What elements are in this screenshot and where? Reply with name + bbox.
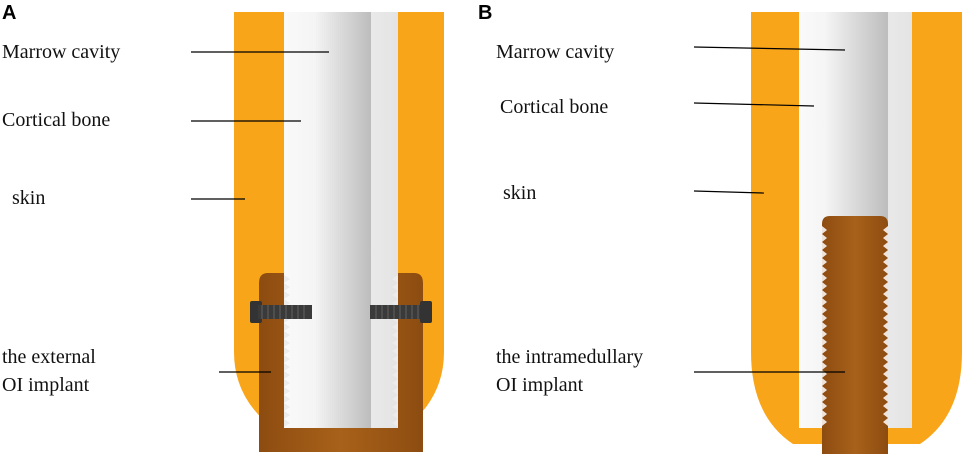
- panel-a-marrow-cavity: [313, 12, 371, 428]
- panel-b-leader-skin: [693, 190, 765, 194]
- panel-b-label-implant-line1: the intramedullary: [496, 346, 643, 368]
- panel-b-implant-threads: [822, 226, 888, 426]
- panel-b-leader-cortical-bone: [693, 102, 815, 107]
- panel-b-label-marrow-cavity: Marrow cavity: [496, 41, 614, 63]
- panel-b: B Marrow cavity Cortical bone skin the i…: [478, 2, 962, 454]
- panel-a-label-implant-line2: OI implant: [2, 374, 90, 396]
- panel-a: A Marrow cavity Cortical bone skin: [2, 2, 444, 452]
- panel-b-leader-marrow-cavity: [693, 46, 846, 51]
- panel-b-label-implant-line2: OI implant: [496, 374, 584, 396]
- panel-a-external-implant: [259, 273, 423, 452]
- panel-a-label-implant-line1: the external: [2, 346, 96, 368]
- panel-a-letter: A: [2, 2, 16, 24]
- panel-b-intramedullary-implant: [822, 216, 888, 454]
- panel-a-right-screw: [370, 301, 432, 323]
- panel-b-letter: B: [478, 2, 492, 24]
- panel-b-label-cortical-bone: Cortical bone: [500, 96, 608, 118]
- panel-a-label-cortical-bone: Cortical bone: [2, 109, 110, 131]
- panel-a-label-marrow-cavity: Marrow cavity: [2, 41, 120, 63]
- panel-b-label-skin: skin: [503, 182, 536, 204]
- panel-a-left-screw: [250, 301, 312, 323]
- panel-a-label-skin: skin: [12, 187, 45, 209]
